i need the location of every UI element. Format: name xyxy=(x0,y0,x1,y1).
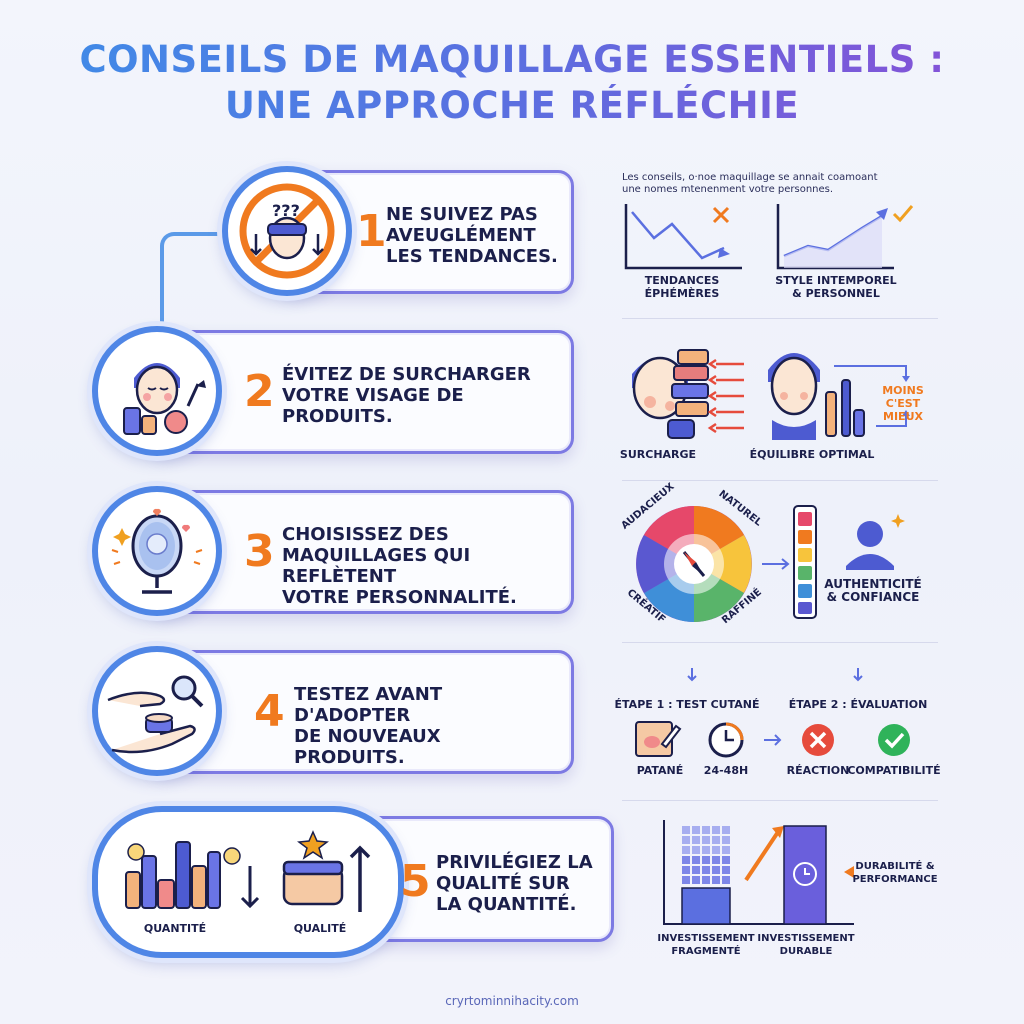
tip-number-5: 5 xyxy=(400,856,431,907)
tip-text-3: CHOISISSEZ DES MAQUILLAGES QUI REFLÈTENT… xyxy=(282,524,517,608)
quantity-label: QUANTITÉ xyxy=(143,922,207,935)
time-label: 24-48H xyxy=(703,764,749,777)
panel1-left-label: TENDANCES ÉPHÉMÈRES xyxy=(644,274,720,300)
panel2-left-label: SURCHARGE xyxy=(619,448,697,461)
panel2-note: MOINS C'EST MIEUX xyxy=(882,384,924,423)
divider xyxy=(622,642,938,643)
tip-icon-pill-5 xyxy=(92,806,404,958)
mirror-reflection-icon xyxy=(111,508,203,594)
connector-line xyxy=(160,232,224,326)
tip-number-1: 1 xyxy=(356,206,387,257)
step2-label: ÉTAPE 2 : ÉVALUATION xyxy=(788,698,928,711)
footer-url[interactable]: cryrtominnihacity.com xyxy=(445,994,579,1008)
panel5-left-label: INVESTISSEMENT FRAGMENTÉ xyxy=(657,933,755,957)
face-with-cosmetics-icon xyxy=(123,363,206,435)
tip-text-4: TESTEZ AVANT D'ADOPTER DE NOUVEAUX PRODU… xyxy=(294,684,443,768)
overload-vs-balance-illustration xyxy=(632,349,910,440)
trend-comparison-graph xyxy=(624,204,914,270)
tip-icon-circle-2 xyxy=(92,326,222,456)
panel3-label: AUTHENTICITÉ & CONFIANCE xyxy=(824,577,922,604)
confused-face-no-icon: ??? xyxy=(239,183,335,279)
tip-number-3: 3 xyxy=(244,526,275,577)
step1-label: ÉTAPE 1 : TEST CUTANÉ xyxy=(614,698,760,711)
test-process-icons xyxy=(635,721,910,758)
page-title-line1: CONSEILS DE MAQUILLAGE ESSENTIELS : xyxy=(0,38,1024,81)
svg-text:???: ??? xyxy=(272,201,300,220)
tip-icon-circle-4 xyxy=(92,646,222,776)
page-title-line2: UNE APPROCHE RÉFLÉCHIE xyxy=(0,84,1024,127)
reaction-label: RÉACTION xyxy=(786,764,850,777)
quality-label: QUALITÉ xyxy=(293,922,347,935)
panel5-note: DURABILITÉ & PERFORMANCE xyxy=(852,861,938,885)
panel5-right-label: INVESTISSEMENT DURABLE xyxy=(757,933,855,957)
tip-text-5: PRIVILÉGIEZ LA QUALITÉ SUR LA QUANTITÉ. xyxy=(436,852,593,915)
tip-number-4: 4 xyxy=(254,686,285,737)
divider xyxy=(622,480,938,481)
tip-icon-circle-1: ??? xyxy=(222,166,352,296)
compat-label: COMPATIBILITÉ xyxy=(847,764,941,777)
step-arrows xyxy=(687,668,863,682)
personality-color-wheel xyxy=(636,505,905,622)
divider xyxy=(622,800,938,801)
panel2-right-label: ÉQUILIBRE OPTIMAL xyxy=(749,448,875,461)
panel1-right-label: STYLE INTEMPOREL & PERSONNEL xyxy=(775,274,897,300)
tip-text-1: NE SUIVEZ PAS AVEUGLÉMENT LES TENDANCES. xyxy=(386,204,558,267)
divider xyxy=(622,318,938,319)
investment-comparison-chart xyxy=(663,820,854,925)
tip-text-2: ÉVITEZ DE SURCHARGER VOTRE VISAGE DE PRO… xyxy=(282,364,531,427)
tip-icon-circle-3 xyxy=(92,486,222,616)
hands-testing-cream-icon xyxy=(107,675,204,754)
quality-vs-quantity-icon xyxy=(125,830,371,912)
tip-number-2: 2 xyxy=(244,366,275,417)
panel1-caption: Les conseils, o·noe maquillage se annait… xyxy=(622,172,878,195)
patch-label: PATANÉ xyxy=(636,764,684,777)
